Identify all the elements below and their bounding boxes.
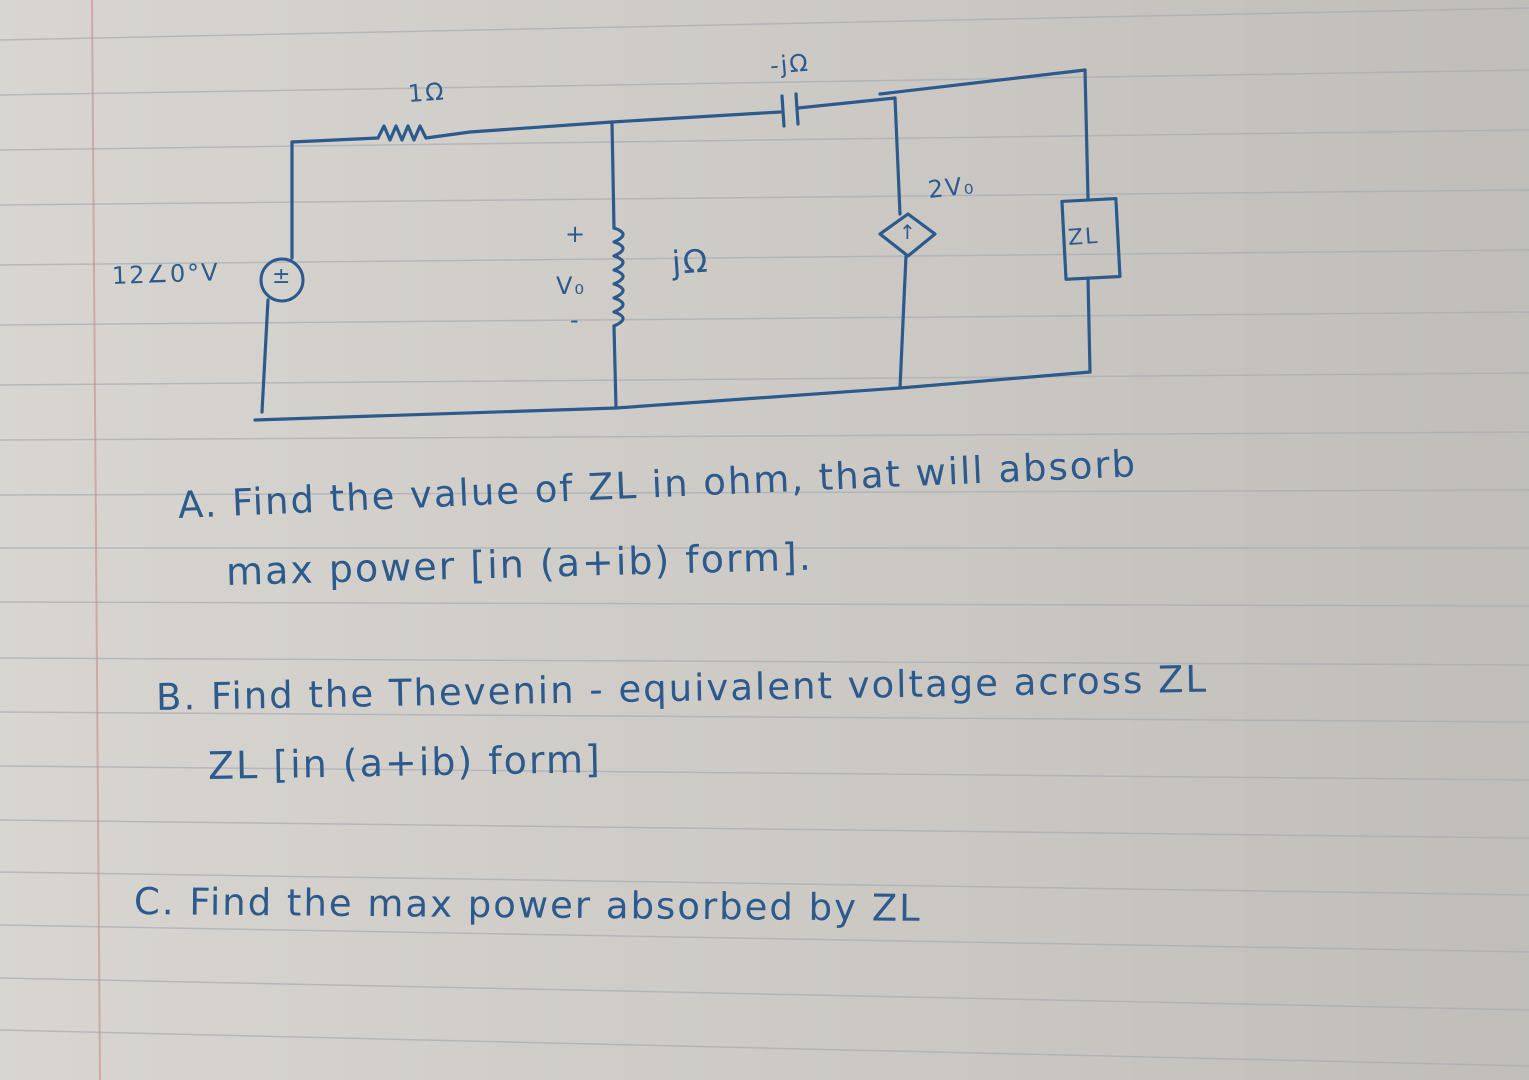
dependent-source-diamond — [878, 212, 937, 258]
top-wire-to-load — [878, 68, 1087, 96]
ruled-lines — [0, 7, 1529, 1067]
top-wire-left — [290, 136, 380, 144]
capacitor-label: -jΩ — [768, 48, 811, 80]
left-wire-bottom — [260, 298, 270, 414]
load-wire-bottom — [1086, 276, 1092, 374]
vo-label: V₀ — [556, 272, 587, 300]
load-label: ZL — [1067, 223, 1101, 251]
vo-minus-label: - — [570, 306, 581, 334]
inductor-symbol — [612, 226, 625, 328]
top-wire-mid — [468, 110, 782, 134]
inductor-label: jΩ — [670, 241, 711, 282]
load-wire-top — [1083, 68, 1090, 200]
voltage-source-circle — [259, 257, 305, 303]
top-wire-right — [796, 96, 897, 110]
voltage-source-label: 12∠0°V — [111, 258, 221, 290]
circuit-wires — [253, 68, 1122, 422]
inductor-wire-top — [610, 120, 616, 230]
bottom-wire — [253, 370, 1092, 422]
capacitor-plate-left — [780, 94, 786, 128]
resistor-symbol — [376, 124, 472, 142]
dep-source-wire-bottom — [898, 254, 908, 390]
dep-source-wire-top — [893, 96, 902, 216]
vo-plus-label: + — [565, 220, 588, 248]
dependent-source-symbol: ↑ — [899, 220, 918, 244]
load-impedance-box — [1060, 196, 1122, 281]
dependent-source-label: 2V₀ — [926, 171, 977, 204]
inductor-wire-bottom — [612, 324, 618, 410]
resistor-label: 1Ω — [407, 77, 447, 108]
question-b-line2: ZL [in (a+ib) form] — [207, 737, 603, 788]
question-c: C. Find the max power absorbed by ZL — [133, 880, 922, 930]
margin-line — [91, 0, 101, 1080]
voltage-source-symbol: ± — [272, 264, 293, 289]
